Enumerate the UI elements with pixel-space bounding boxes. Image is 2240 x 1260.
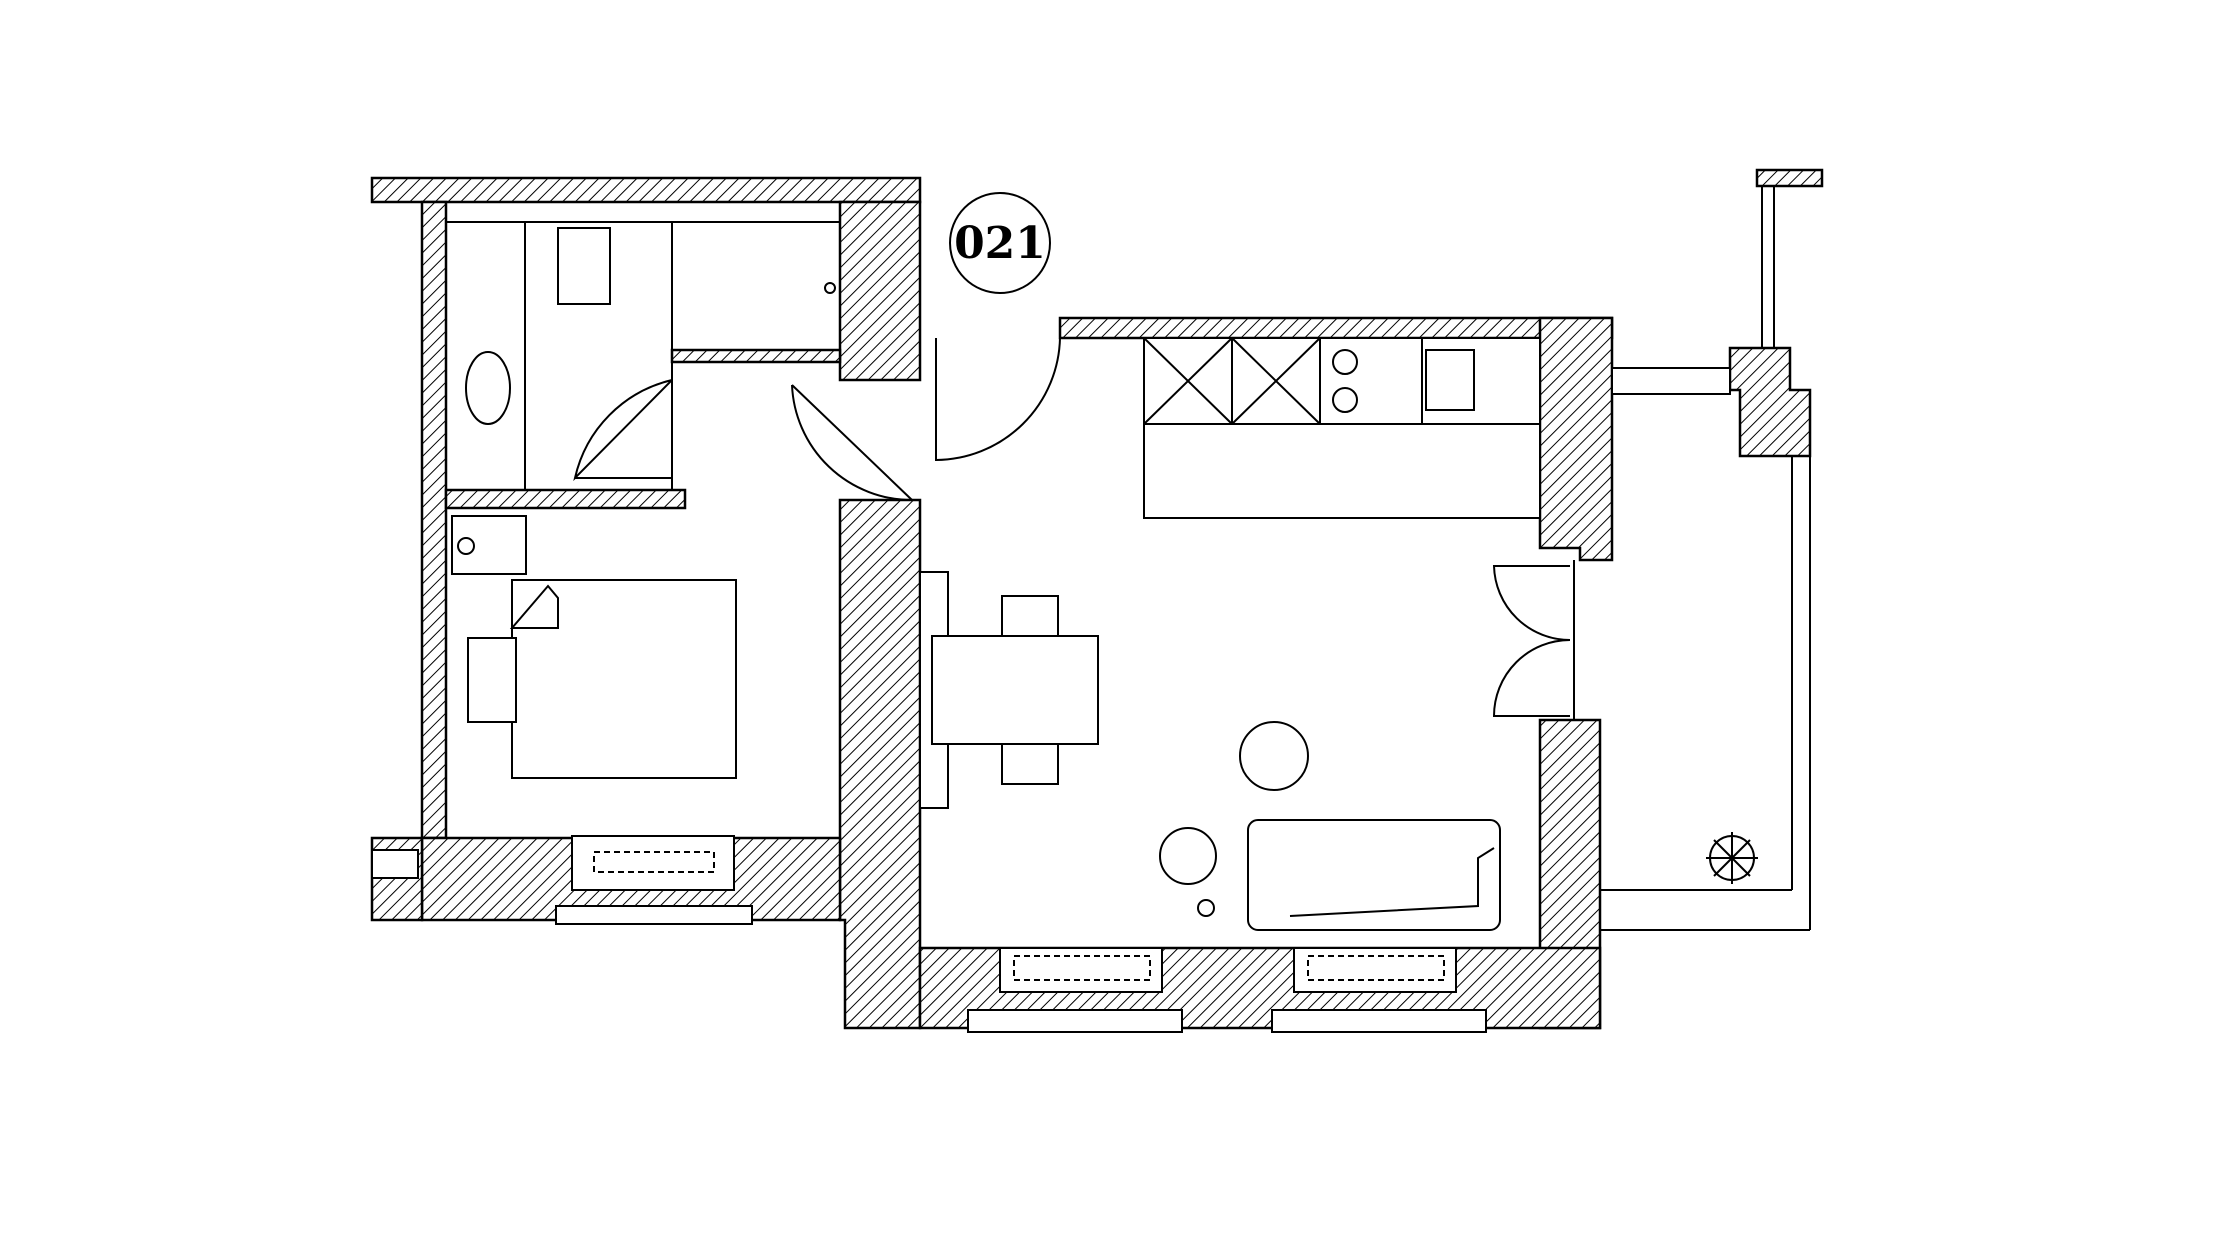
shower-drain-icon: [824, 282, 836, 294]
side-table-icon-2: [1159, 827, 1217, 885]
bed-pillow-icon: [509, 584, 559, 629]
balcony-door-lower-swing: [1492, 639, 1571, 717]
balcony: [1600, 186, 1811, 931]
living-window-2-sill: [1271, 1009, 1487, 1033]
wall-living-top: [1058, 316, 1614, 340]
living-window-1-sill: [967, 1009, 1183, 1033]
unit-label: 021: [949, 192, 1051, 294]
floor-drain-icon: [457, 537, 475, 555]
balcony-upper-window-frame: [1611, 367, 1731, 395]
wall-bedroom-left: [420, 200, 448, 840]
sofa-back-icon: [1289, 847, 1495, 917]
unit-number: 021: [954, 218, 1046, 269]
left-window-sill: [371, 849, 419, 879]
wall-partition-upper: [838, 200, 922, 382]
kitchen-sink-icon: [1425, 349, 1475, 411]
floor-outlet-icon: [1197, 899, 1215, 917]
plant-icon: [1706, 832, 1758, 884]
chair-icon-2: [1001, 743, 1059, 785]
wall-balcony-pillar: [1728, 346, 1812, 458]
living-window-1-radiator-icon: [1013, 955, 1151, 981]
bedroom: [467, 384, 913, 779]
bathroom-outline: [445, 201, 841, 223]
bedroom-windows: [371, 835, 753, 925]
nightstand-icon: [467, 637, 517, 723]
bedroom-door-swing: [791, 384, 913, 502]
living-window-2-radiator-icon: [1307, 955, 1445, 981]
burner-icon-2: [1332, 387, 1358, 413]
stove-icon: [1319, 337, 1423, 425]
bedroom-door-leaf: [791, 384, 913, 501]
wall-balcony-top: [1755, 168, 1824, 188]
bathroom: [445, 201, 841, 575]
chair-icon-1: [1001, 595, 1059, 637]
living-windows: [967, 947, 1487, 1033]
bedroom-sill: [555, 905, 753, 925]
wall-bathroom-bottom: [444, 488, 687, 510]
entrance-door-swing: [935, 337, 1061, 462]
wall-living-right-upper: [1538, 316, 1614, 562]
living-room: [919, 337, 1575, 931]
bedroom-radiator-icon: [593, 851, 715, 873]
bathroom-door-swing: [573, 379, 673, 482]
sofa-icon: [1247, 819, 1501, 931]
cabinet-cross-d: [1231, 337, 1321, 425]
washbasin-icon: [465, 351, 511, 425]
side-table-icon-1: [1239, 721, 1309, 791]
balcony-door-upper-swing: [1492, 565, 1571, 641]
cabinet-cross-b: [1143, 337, 1233, 425]
unit-label-circle: [949, 192, 1051, 294]
wall-partition-lower: [838, 498, 922, 1030]
wall-bedroom-top: [370, 176, 922, 204]
burner-icon-1: [1332, 349, 1358, 375]
wall-wc-bottom: [670, 348, 842, 364]
toilet-icon: [557, 227, 611, 305]
dining-table-icon: [931, 635, 1099, 745]
